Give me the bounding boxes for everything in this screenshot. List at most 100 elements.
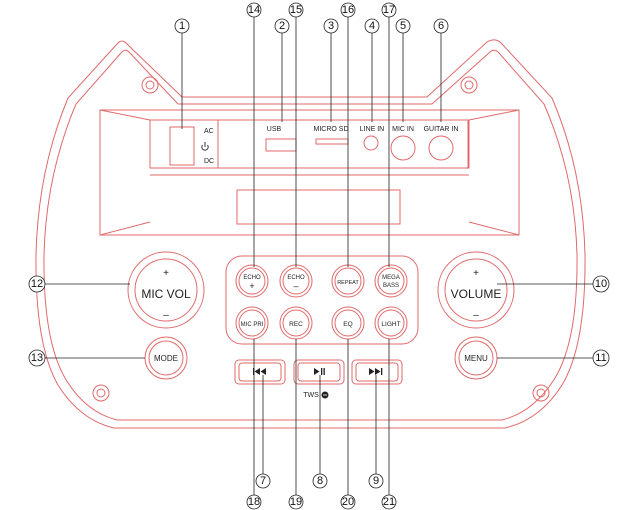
- mic-pri-button[interactable]: MIC PRI: [235, 306, 269, 340]
- repeat-button[interactable]: REPEAT: [331, 264, 365, 298]
- line-in-label: LINE IN: [360, 126, 385, 133]
- mega-bass-line1: MEGA: [382, 275, 400, 281]
- svg-text:2: 2: [279, 20, 285, 32]
- svg-text:10: 10: [595, 278, 607, 290]
- callout-4: 4: [364, 18, 380, 34]
- button-cluster-frame: [225, 255, 419, 345]
- light-label: LIGHT: [381, 321, 400, 328]
- callout-20: 20: [340, 494, 356, 510]
- svg-text:16: 16: [342, 4, 354, 16]
- svg-text:17: 17: [383, 4, 395, 16]
- mic-vol-knob[interactable]: + MIC VOL –: [127, 251, 205, 329]
- svg-text:12: 12: [31, 278, 43, 290]
- input-panel-frame: [99, 109, 520, 236]
- callout-6: 6: [433, 18, 449, 34]
- callout-21: 21: [381, 494, 397, 510]
- callout-7: 7: [255, 473, 271, 489]
- tws-label: TWS: [303, 392, 319, 399]
- guitar-in-jack[interactable]: GUITAR IN: [424, 126, 459, 161]
- eq-button[interactable]: EQ: [331, 306, 365, 340]
- power-icon: [201, 142, 209, 151]
- callout-1: 1: [174, 18, 190, 34]
- mic-vol-minus: –: [163, 310, 169, 321]
- svg-text:6: 6: [438, 20, 444, 32]
- svg-text:8: 8: [317, 475, 323, 487]
- svg-text:1: 1: [179, 20, 185, 32]
- echo-up-button[interactable]: ECHO +: [235, 264, 269, 298]
- tws-indicator: TWS: [303, 391, 329, 399]
- corner-screws: [92, 76, 550, 402]
- svg-text:15: 15: [290, 4, 302, 16]
- svg-text:4: 4: [369, 20, 375, 32]
- svg-text:14: 14: [248, 4, 260, 16]
- mode-button[interactable]: MODE: [144, 336, 188, 380]
- mic-in-label: MIC IN: [392, 126, 414, 133]
- callout-11: 11: [592, 349, 610, 367]
- rec-label: REC: [289, 321, 303, 328]
- usb-port[interactable]: USB: [265, 126, 297, 152]
- svg-text:7: 7: [260, 475, 266, 487]
- svg-text:19: 19: [290, 496, 302, 508]
- power-switch[interactable]: AC DC: [169, 126, 214, 166]
- ac-label: AC: [204, 128, 214, 135]
- svg-text:3: 3: [328, 20, 334, 32]
- echo-down-line1: ECHO: [287, 275, 305, 281]
- callout-9: 9: [368, 473, 384, 489]
- light-button[interactable]: LIGHT: [374, 306, 408, 340]
- mic-vol-label: MIC VOL: [141, 287, 191, 301]
- callout-17: 17: [381, 2, 397, 18]
- dc-label: DC: [204, 158, 214, 165]
- callout-10: 10: [592, 275, 610, 293]
- menu-label: MENU: [464, 354, 488, 363]
- mic-vol-plus: +: [163, 268, 169, 279]
- mega-bass-line2: BASS: [383, 283, 399, 289]
- mic-in-jack[interactable]: MIC IN: [390, 126, 416, 161]
- play-pause-button[interactable]: [293, 359, 345, 385]
- play-pause-icon: [314, 368, 325, 375]
- callout-18: 18: [246, 494, 262, 510]
- callout-14: 14: [246, 2, 262, 18]
- mode-label: MODE: [154, 354, 178, 363]
- volume-minus: –: [473, 310, 479, 321]
- micro-sd-label: MICRO SD: [314, 126, 349, 133]
- mic-pri-label: MIC PRI: [241, 322, 264, 328]
- eq-label: EQ: [343, 321, 352, 328]
- callout-12: 12: [28, 275, 46, 293]
- callout-13: 13: [28, 349, 46, 367]
- leader-lines: [45, 17, 593, 496]
- menu-button[interactable]: MENU: [454, 336, 498, 380]
- volume-knob[interactable]: + VOLUME –: [437, 251, 515, 329]
- callout-19: 19: [288, 494, 304, 510]
- next-track-icon: [369, 368, 383, 375]
- mega-bass-button[interactable]: MEGA BASS: [374, 264, 408, 298]
- line-in-jack[interactable]: LINE IN: [360, 126, 385, 151]
- svg-text:21: 21: [383, 496, 395, 508]
- svg-text:5: 5: [400, 20, 406, 32]
- callout-16: 16: [340, 2, 356, 18]
- echo-down-button[interactable]: ECHO –: [279, 264, 313, 298]
- previous-track-button[interactable]: [234, 359, 286, 385]
- micro-sd-slot[interactable]: MICRO SD: [314, 126, 349, 145]
- callout-2: 2: [274, 18, 290, 34]
- callout-3: 3: [323, 18, 339, 34]
- rec-button[interactable]: REC: [279, 306, 313, 340]
- svg-text:11: 11: [595, 352, 606, 364]
- echo-down-line2: –: [293, 281, 298, 291]
- svg-text:9: 9: [373, 475, 379, 487]
- callout-5: 5: [395, 18, 411, 34]
- repeat-label: REPEAT: [337, 280, 359, 286]
- link-icon: [321, 391, 329, 399]
- next-track-button[interactable]: [351, 359, 403, 385]
- callout-15: 15: [288, 2, 304, 18]
- usb-label: USB: [267, 126, 282, 133]
- volume-plus: +: [473, 268, 479, 279]
- panel-outline: [35, 39, 586, 429]
- callout-8: 8: [312, 473, 328, 489]
- svg-text:13: 13: [31, 352, 43, 364]
- guitar-in-label: GUITAR IN: [424, 126, 459, 133]
- volume-label: VOLUME: [451, 287, 502, 301]
- svg-text:18: 18: [248, 496, 260, 508]
- echo-up-line2: +: [249, 281, 254, 291]
- previous-track-icon: [253, 368, 266, 375]
